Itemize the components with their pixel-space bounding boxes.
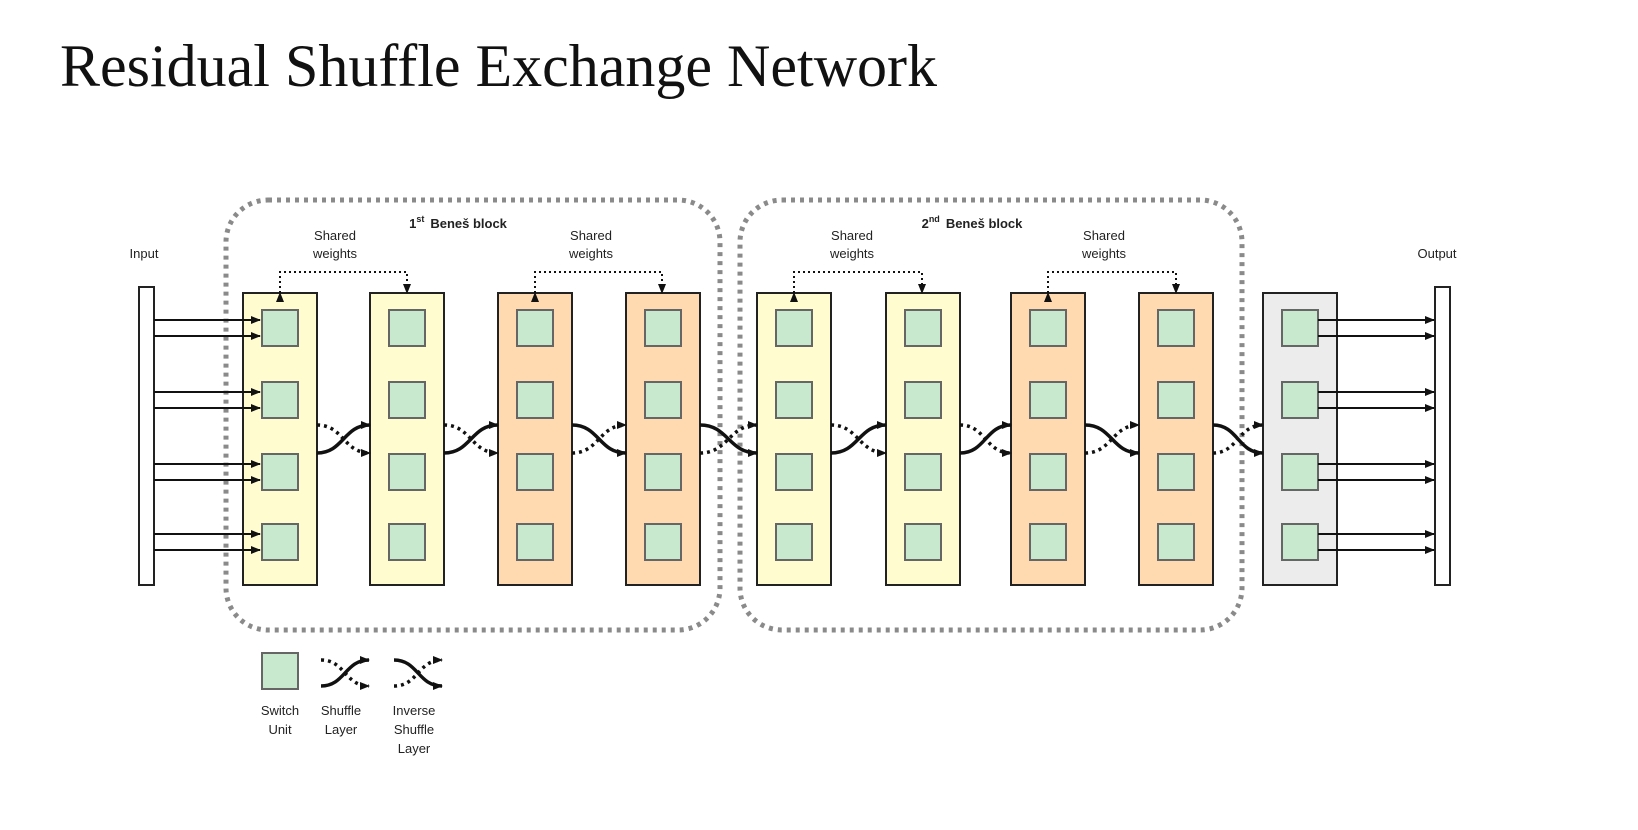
solid-route xyxy=(571,423,627,457)
dotted-route xyxy=(443,423,499,457)
switch-unit xyxy=(388,523,426,561)
switch-unit xyxy=(388,381,426,419)
switch-unit xyxy=(1281,453,1319,491)
solid-route xyxy=(320,656,370,688)
solid-route xyxy=(316,421,371,455)
shared-weights-connector xyxy=(276,271,411,302)
inverse-shuffle-layer-legend-icon xyxy=(393,656,443,690)
switch-unit xyxy=(516,523,554,561)
switch-unit xyxy=(1157,523,1195,561)
shared-weights-label: Shared xyxy=(570,228,612,243)
solid-route xyxy=(699,423,758,457)
solid-route xyxy=(959,421,1012,455)
switch-unit xyxy=(644,523,682,561)
shuffle-layer-link xyxy=(316,421,371,457)
shuffle-layer-link xyxy=(959,421,1012,457)
switch-unit xyxy=(516,381,554,419)
switch-unit xyxy=(261,453,299,491)
switch-unit xyxy=(1157,381,1195,419)
switch-unit xyxy=(775,309,813,347)
solid-route xyxy=(1212,423,1264,457)
switch-unit xyxy=(775,523,813,561)
switch-unit xyxy=(644,381,682,419)
solid-route xyxy=(393,658,443,690)
benes-block-outline-2 xyxy=(737,197,1245,633)
switch-unit xyxy=(261,381,299,419)
benes-block-outline-1 xyxy=(223,197,723,633)
legend-label: Unit xyxy=(268,722,292,737)
switch-unit xyxy=(904,453,942,491)
switch-unit xyxy=(904,523,942,561)
inverse-shuffle-layer-link xyxy=(699,421,758,457)
switch-unit xyxy=(1029,309,1067,347)
benes-block-ordinal: 2 xyxy=(922,216,929,231)
switch-unit xyxy=(388,453,426,491)
benes-block-name: Beneš block xyxy=(946,216,1023,231)
benes-block-title-1: 1st Beneš block xyxy=(409,214,508,231)
benes-block-ordinal-suffix: nd xyxy=(929,214,940,224)
legend-label: Switch xyxy=(261,703,299,718)
shuffle-layer-legend-icon xyxy=(320,656,370,690)
shared-weights-label: weights xyxy=(1081,246,1127,261)
switch-unit xyxy=(904,309,942,347)
switch-unit xyxy=(1281,381,1319,419)
inverse-shuffle-layer-link xyxy=(1084,421,1140,457)
shared-weights-connector xyxy=(531,271,666,302)
input-bar xyxy=(138,286,155,586)
switch-unit xyxy=(516,309,554,347)
switch-unit xyxy=(1029,453,1067,491)
switch-unit xyxy=(1157,453,1195,491)
switch-unit xyxy=(388,309,426,347)
switch-unit xyxy=(1157,309,1195,347)
switch-unit xyxy=(1029,381,1067,419)
switch-unit xyxy=(1281,309,1319,347)
legend-label: Layer xyxy=(398,741,431,756)
shared-weights-label: weights xyxy=(829,246,875,261)
benes-block-ordinal: 1 xyxy=(409,216,416,231)
shared-weights-connector xyxy=(1044,271,1180,302)
shared-weights-label: Shared xyxy=(314,228,356,243)
dotted-route xyxy=(571,421,627,455)
benes-block-ordinal-suffix: st xyxy=(416,214,424,224)
solid-route xyxy=(1084,423,1140,457)
switch-unit xyxy=(644,309,682,347)
legend-label: Shuffle xyxy=(394,722,434,737)
solid-route xyxy=(443,421,499,455)
switch-unit xyxy=(775,381,813,419)
benes-block-title-2: 2nd Beneš block xyxy=(922,214,1024,231)
switch-unit-legend-icon xyxy=(261,652,299,690)
dotted-route xyxy=(1084,421,1140,455)
shuffle-layer-link xyxy=(830,421,887,457)
switch-unit xyxy=(1281,523,1319,561)
switch-unit xyxy=(261,523,299,561)
shuffle-layer-link xyxy=(443,421,499,457)
page-title: Residual Shuffle Exchange Network xyxy=(60,33,938,99)
legend-label: Inverse xyxy=(393,703,436,718)
inverse-shuffle-layer-link xyxy=(571,421,627,457)
shared-weights-label: Shared xyxy=(1083,228,1125,243)
legend-label: Shuffle xyxy=(321,703,361,718)
shared-weights-label: weights xyxy=(312,246,358,261)
legend-label: Layer xyxy=(325,722,358,737)
shared-weights-label: Shared xyxy=(831,228,873,243)
shared-weights-label: weights xyxy=(568,246,614,261)
switch-unit xyxy=(516,453,554,491)
output-bar xyxy=(1434,286,1451,586)
shared-weights-connector xyxy=(790,271,926,302)
solid-route xyxy=(830,421,887,455)
inverse-shuffle-layer-link xyxy=(1212,421,1264,457)
switch-unit xyxy=(775,453,813,491)
output-label: Output xyxy=(1417,246,1456,261)
switch-unit xyxy=(1029,523,1067,561)
dotted-route xyxy=(830,423,887,457)
input-label: Input xyxy=(130,246,159,261)
switch-unit xyxy=(904,381,942,419)
switch-unit xyxy=(644,453,682,491)
benes-block-name: Beneš block xyxy=(430,216,507,231)
dotted-route xyxy=(699,421,758,455)
switch-unit xyxy=(261,309,299,347)
